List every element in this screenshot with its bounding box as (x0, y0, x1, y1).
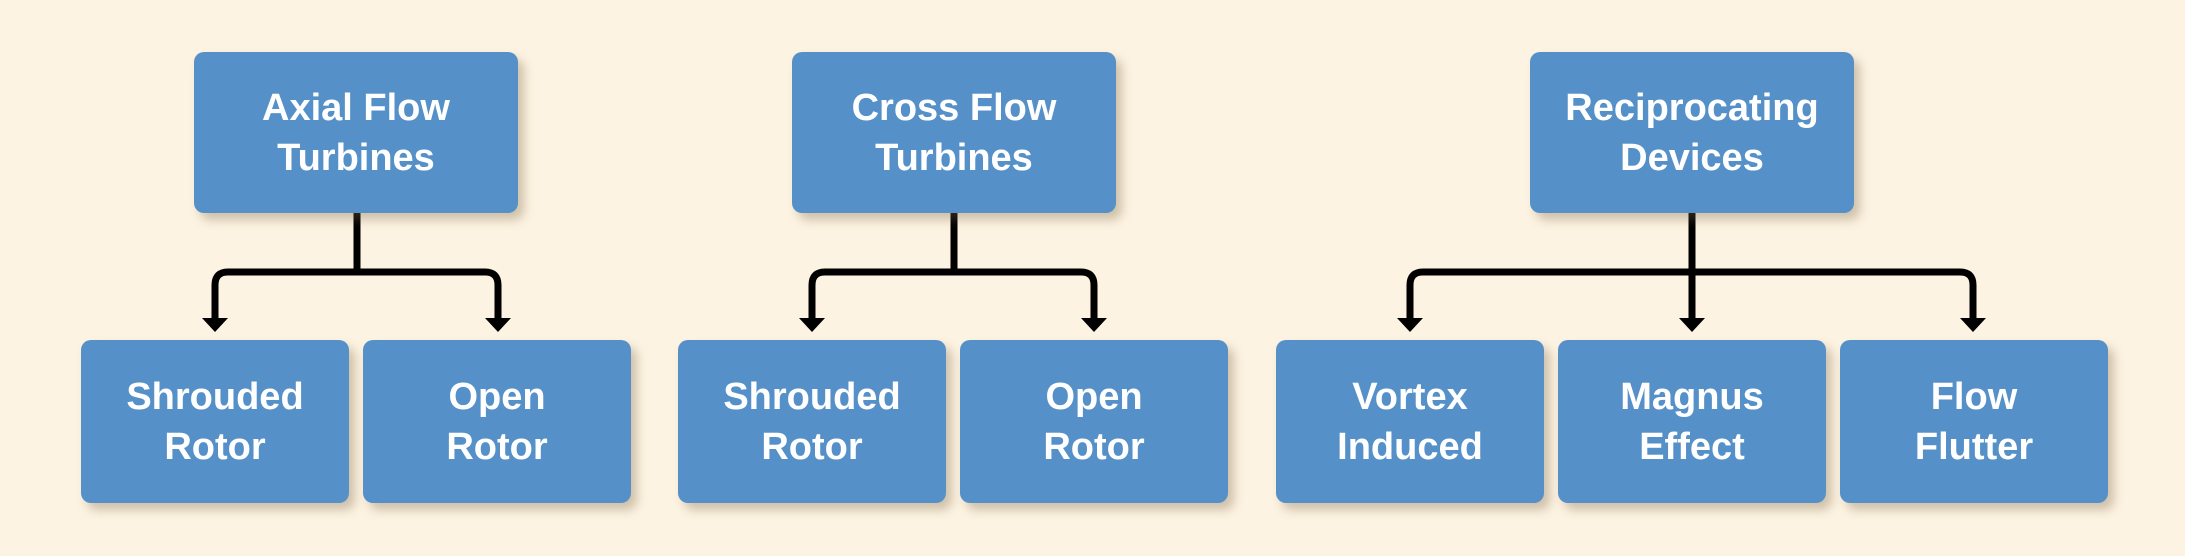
box-label-line1: Magnus (1620, 375, 1764, 418)
group-1-connectors (211, 212, 502, 320)
cross-flow-turbines-box: Cross Flow Turbines (792, 52, 1116, 213)
arrowhead-group1-shrouded (202, 318, 228, 332)
box-label-line1: Cross Flow (851, 86, 1057, 129)
box-label-line2: Induced (1337, 425, 1483, 468)
cross-shrouded-rotor-box: Shrouded Rotor (678, 340, 946, 503)
box-label-line2: Effect (1639, 425, 1745, 468)
group-2-connectors (808, 212, 1098, 320)
axial-flow-turbines-box: Axial Flow Turbines (194, 52, 518, 213)
arrowhead-group3-flutter (1960, 318, 1986, 332)
magnus-effect-box: Magnus Effect (1558, 340, 1826, 503)
arrowhead-group1-open (485, 318, 511, 332)
box-label-line2: Turbines (277, 136, 435, 179)
box-label-line2: Rotor (761, 425, 863, 468)
box-label-line2: Turbines (875, 136, 1033, 179)
box-label-line2: Devices (1620, 136, 1764, 179)
box-label-line2: Flutter (1914, 425, 2034, 468)
arrowhead-group3-vortex (1397, 318, 1423, 332)
flow-flutter-box: Flow Flutter (1840, 340, 2108, 503)
axial-open-rotor-box: Open Rotor (363, 340, 631, 503)
group-3-connectors (1406, 212, 1977, 320)
arrowhead-group3-magnus (1679, 318, 1705, 332)
box-label-line1: Vortex (1352, 375, 1468, 418)
arrowhead-group2-shrouded (799, 318, 825, 332)
vortex-induced-box: Vortex Induced (1276, 340, 1544, 503)
box-label-line1: Shrouded (723, 375, 901, 418)
box-label-line1: Open (448, 375, 546, 418)
axial-shrouded-rotor-box: Shrouded Rotor (81, 340, 349, 503)
cross-open-rotor-box: Open Rotor (960, 340, 1228, 503)
arrowhead-group2-open (1081, 318, 1107, 332)
box-label-line1: Shrouded (126, 375, 304, 418)
box-label-line2: Rotor (164, 425, 266, 468)
reciprocating-devices-box: Reciprocating Devices (1530, 52, 1854, 213)
box-label-line1: Axial Flow (262, 86, 450, 129)
box-label-line2: Rotor (1043, 425, 1145, 468)
box-label-line1: Open (1045, 375, 1143, 418)
box-label-line1: Reciprocating (1565, 86, 1819, 129)
box-label-line2: Rotor (446, 425, 548, 468)
box-label-line1: Flow (1930, 375, 2018, 418)
